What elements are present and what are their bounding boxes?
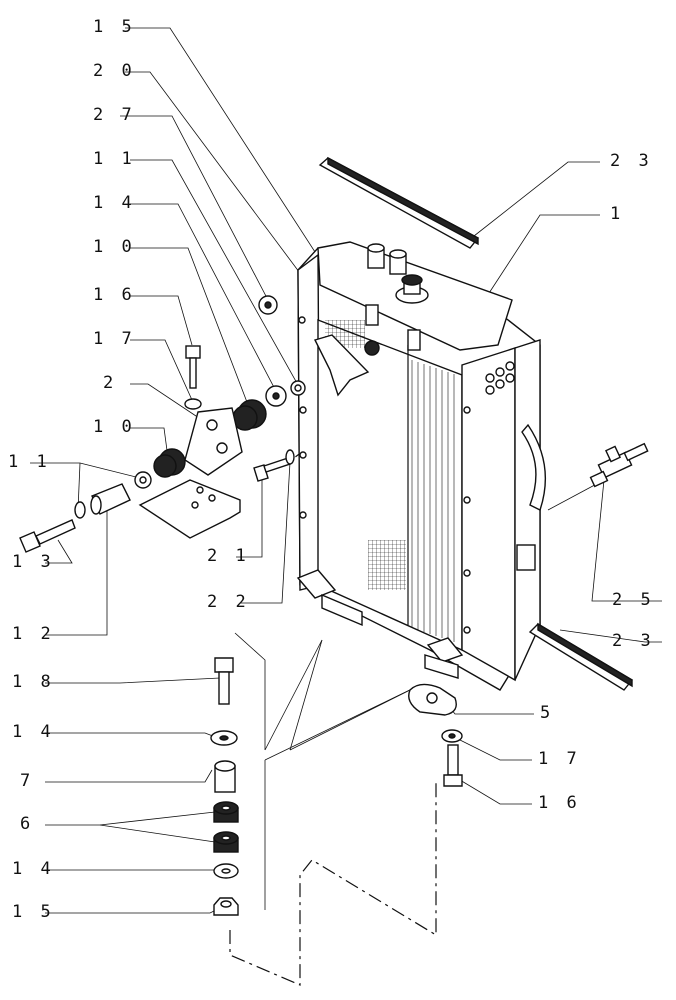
washer-27 xyxy=(258,295,278,315)
top-nut xyxy=(364,340,380,356)
drain-block xyxy=(516,544,536,571)
washer-11-left xyxy=(134,471,152,489)
nut-15 xyxy=(213,897,239,916)
callout-label: 1 8 xyxy=(12,672,55,692)
radiator-assembly xyxy=(296,241,546,691)
frame-bolts xyxy=(298,316,515,634)
sensor-plug-2 xyxy=(407,329,421,351)
callout-label: 2 xyxy=(103,373,117,393)
callout-label: 1 xyxy=(610,204,624,224)
callout-label: 2 2 xyxy=(207,592,250,612)
sensor-plug xyxy=(365,304,379,326)
callout-label: 2 1 xyxy=(207,546,250,566)
radiator-core-fins xyxy=(407,345,455,642)
callout-label: 2 5 xyxy=(612,590,655,610)
callout-label: 1 7 xyxy=(538,749,581,769)
callout-label: 1 2 xyxy=(12,624,55,644)
sleeve-7 xyxy=(214,760,236,793)
bottom-mount-left xyxy=(321,593,363,627)
callout-label: 1 1 xyxy=(93,149,136,169)
washer-11-left-2 xyxy=(74,501,86,519)
bracket-2 xyxy=(184,407,243,476)
upper-bracket xyxy=(313,334,370,397)
washer-11-upper xyxy=(290,380,306,396)
washer-17-lower xyxy=(441,729,463,743)
washer-22 xyxy=(285,449,295,465)
washer-14-lower xyxy=(213,863,239,879)
top-hose-connectors xyxy=(367,243,407,275)
callout-labels: 1 5 2 0 2 7 1 1 1 4 1 0 1 6 1 7 2 1 0 1 … xyxy=(8,17,655,922)
side-handle xyxy=(521,423,546,511)
callout-label: 2 3 xyxy=(610,151,653,171)
bottom-mount-right xyxy=(424,654,459,679)
bolt-13 xyxy=(19,519,76,553)
callout-label: 7 xyxy=(20,771,34,791)
rubber-mount-6b xyxy=(213,831,239,853)
rubber-strip-top xyxy=(318,156,480,249)
callout-label: 2 7 xyxy=(93,105,136,125)
callout-label: 1 6 xyxy=(93,285,136,305)
bolt-16-upper xyxy=(185,345,201,389)
callout-label: 2 0 xyxy=(93,61,136,81)
rubber-mount-6a xyxy=(213,801,239,823)
right-foot xyxy=(426,637,464,663)
callout-label: 1 4 xyxy=(12,859,55,879)
washer-14-upper xyxy=(265,385,287,407)
spacer-12 xyxy=(90,483,131,515)
washer-14-mid xyxy=(210,730,238,746)
callout-label: 1 3 xyxy=(12,552,55,572)
bolt-16-lower xyxy=(443,744,463,787)
rubber-strip-bottom xyxy=(528,622,634,691)
support-channel xyxy=(138,479,241,539)
callout-label: 1 0 xyxy=(93,417,136,437)
bolt-21 xyxy=(253,457,291,482)
callout-label: 1 5 xyxy=(93,17,136,37)
callout-label: 2 3 xyxy=(612,631,655,651)
leader-lines xyxy=(30,27,662,914)
washer-17-upper xyxy=(184,398,202,410)
drain-valve xyxy=(589,442,649,488)
callout-label: 1 4 xyxy=(93,193,136,213)
rubber-mount-10-upper xyxy=(232,399,267,431)
callout-label: 1 4 xyxy=(12,722,55,742)
callout-label: 1 0 xyxy=(93,237,136,257)
callout-label: 1 6 xyxy=(538,793,581,813)
left-foot xyxy=(296,569,337,599)
mount-plate-5 xyxy=(408,683,457,716)
rubber-mount-10-lower xyxy=(153,448,186,478)
bolt-18 xyxy=(214,657,234,705)
callout-label: 6 xyxy=(20,814,34,834)
callout-label: 1 1 xyxy=(8,452,51,472)
callout-label: 1 7 xyxy=(93,329,136,349)
filler-cap xyxy=(395,274,429,304)
callout-label: 5 xyxy=(540,703,554,723)
callout-label: 1 5 xyxy=(12,902,55,922)
